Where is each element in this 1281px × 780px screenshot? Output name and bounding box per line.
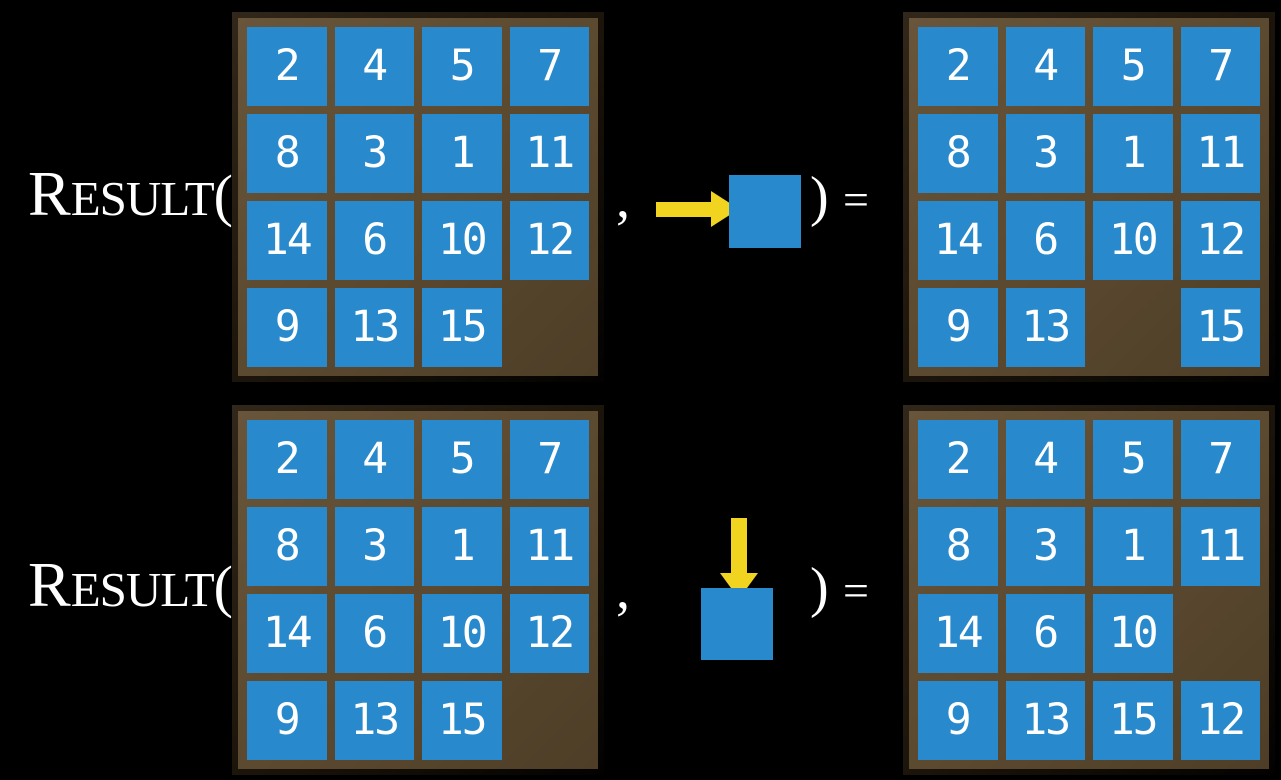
result-function-label-1: RESULT( bbox=[28, 162, 233, 226]
tile-14: 14 bbox=[247, 201, 327, 280]
tile-11: 11 bbox=[509, 507, 589, 586]
tile-5: 5 bbox=[1093, 420, 1173, 499]
function-name-rest: ESULT bbox=[70, 562, 215, 617]
tile-1: 1 bbox=[422, 114, 502, 193]
function-name-rest: ESULT bbox=[70, 171, 215, 226]
tile-9: 9 bbox=[918, 288, 998, 367]
tile-7: 7 bbox=[1180, 27, 1260, 106]
tile-4: 4 bbox=[334, 27, 414, 106]
tile-10: 10 bbox=[422, 594, 502, 673]
tile-6: 6 bbox=[1005, 594, 1085, 673]
tile-6: 6 bbox=[334, 594, 414, 673]
tile-2: 2 bbox=[918, 420, 998, 499]
tile-5: 5 bbox=[422, 420, 502, 499]
comma-1: , bbox=[616, 168, 630, 230]
action-tile-2 bbox=[701, 588, 773, 660]
tile-8: 8 bbox=[247, 507, 327, 586]
empty-cell bbox=[1093, 288, 1173, 367]
equals-sign-1: = bbox=[843, 174, 869, 225]
action-tile-1 bbox=[729, 175, 801, 248]
tile-9: 9 bbox=[247, 681, 327, 760]
tile-2: 2 bbox=[247, 420, 327, 499]
tile-11: 11 bbox=[1180, 114, 1260, 193]
tile-3: 3 bbox=[1005, 114, 1085, 193]
tile-8: 8 bbox=[918, 114, 998, 193]
tile-6: 6 bbox=[334, 201, 414, 280]
tile-7: 7 bbox=[509, 27, 589, 106]
empty-cell bbox=[510, 681, 590, 760]
tile-3: 3 bbox=[1005, 507, 1085, 586]
tile-15: 15 bbox=[422, 681, 502, 760]
equals-sign-2: = bbox=[843, 565, 869, 616]
tile-1: 1 bbox=[1093, 114, 1173, 193]
tile-5: 5 bbox=[422, 27, 502, 106]
tile-14: 14 bbox=[918, 201, 998, 280]
tile-9: 9 bbox=[247, 288, 327, 367]
tile-8: 8 bbox=[247, 114, 327, 193]
function-name-initial: R bbox=[28, 549, 71, 620]
tile-3: 3 bbox=[334, 507, 414, 586]
tile-7: 7 bbox=[509, 420, 589, 499]
function-name-initial: R bbox=[28, 158, 71, 229]
down-arrow-icon bbox=[731, 518, 747, 575]
tile-2: 2 bbox=[247, 27, 327, 106]
empty-cell bbox=[1181, 594, 1261, 673]
tile-14: 14 bbox=[918, 594, 998, 673]
tile-12: 12 bbox=[509, 594, 589, 673]
tile-13: 13 bbox=[1005, 288, 1085, 367]
tile-10: 10 bbox=[422, 201, 502, 280]
tile-10: 10 bbox=[1093, 201, 1173, 280]
tile-12: 12 bbox=[509, 201, 589, 280]
tile-10: 10 bbox=[1093, 594, 1173, 673]
tile-4: 4 bbox=[1005, 27, 1085, 106]
tile-9: 9 bbox=[918, 681, 998, 760]
result-function-label-2: RESULT( bbox=[28, 553, 233, 617]
tile-15: 15 bbox=[422, 288, 502, 367]
tile-1: 1 bbox=[422, 507, 502, 586]
close-paren-2: ) bbox=[810, 557, 829, 619]
tile-15: 15 bbox=[1093, 681, 1173, 760]
tile-8: 8 bbox=[918, 507, 998, 586]
tile-1: 1 bbox=[1093, 507, 1173, 586]
tile-11: 11 bbox=[1180, 507, 1260, 586]
tile-2: 2 bbox=[918, 27, 998, 106]
tile-7: 7 bbox=[1180, 420, 1260, 499]
tile-5: 5 bbox=[1093, 27, 1173, 106]
tile-3: 3 bbox=[334, 114, 414, 193]
tile-13: 13 bbox=[1005, 681, 1085, 760]
open-paren-2: ( bbox=[213, 554, 233, 619]
tile-13: 13 bbox=[334, 681, 414, 760]
empty-cell bbox=[510, 288, 590, 367]
tile-15: 15 bbox=[1180, 288, 1260, 367]
tile-13: 13 bbox=[334, 288, 414, 367]
close-paren-1: ) bbox=[810, 166, 829, 228]
tile-4: 4 bbox=[334, 420, 414, 499]
tile-14: 14 bbox=[247, 594, 327, 673]
comma-2: , bbox=[616, 559, 630, 621]
tile-12: 12 bbox=[1180, 681, 1260, 760]
tile-12: 12 bbox=[1180, 201, 1260, 280]
tile-4: 4 bbox=[1005, 420, 1085, 499]
right-arrow-icon bbox=[656, 202, 713, 217]
open-paren-1: ( bbox=[213, 163, 233, 228]
tile-6: 6 bbox=[1005, 201, 1085, 280]
tile-11: 11 bbox=[509, 114, 589, 193]
